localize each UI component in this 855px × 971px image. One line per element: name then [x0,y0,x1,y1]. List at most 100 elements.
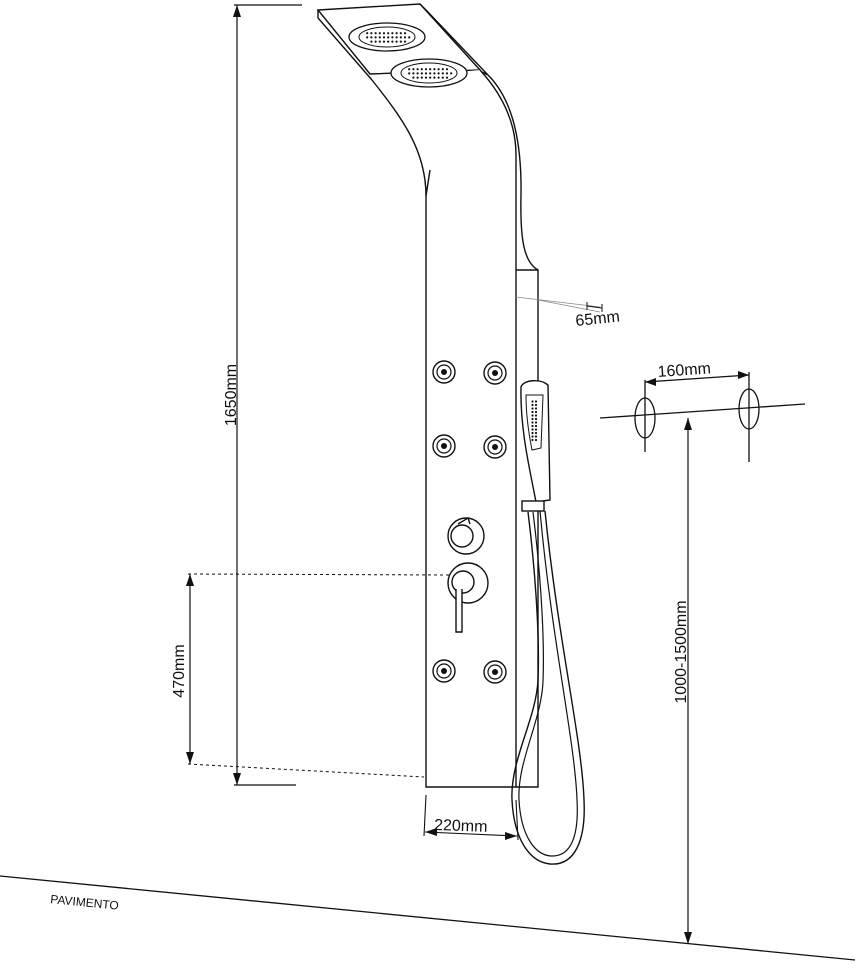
height-arrow-top [233,5,241,17]
nozzle-dot [412,76,415,79]
spacing-dimension-line [644,374,750,383]
nozzle-dot [531,417,534,421]
nozzle-dot [531,421,534,424]
nozzle-dot [412,68,415,71]
nozzle-dot [531,414,534,417]
shower-panel [316,3,601,788]
nozzle-dot [399,40,402,43]
mixer-height-label: 470mm [171,644,188,697]
nozzle-dot [531,431,534,435]
body-jet-3 [432,434,456,458]
nozzle-dot [433,72,436,75]
nozzle-dot [534,435,538,438]
nozzle-dot [391,40,394,43]
nozzle-dot [429,68,432,71]
connection-axis [599,403,806,419]
body-jets [432,360,507,684]
rain-head-1 [348,22,426,52]
nozzle-dot [382,32,386,35]
nozzle-dot [531,400,534,403]
hose [511,510,585,865]
nozzle-dot [403,36,407,39]
nozzle-dot [534,424,538,428]
nozzle-dot [445,72,449,75]
nozzle-dot [534,417,538,421]
nozzle-dot [534,431,538,435]
nozzle-dot [531,410,534,414]
nozzle-dot [437,76,440,79]
nozzle-dot [395,40,398,43]
diverter-knob [447,516,485,555]
height-arrow-bottom [233,773,241,785]
nozzle-dot [395,36,398,39]
floor-line [0,875,855,961]
nozzle-dot [420,68,423,71]
nozzle-dot [441,68,444,71]
nozzle-dot [420,72,423,75]
nozzle-dot [534,400,538,403]
body-jet-6 [483,660,507,684]
hand-shower [511,380,585,865]
nozzle-dot [433,68,436,71]
nozzle-dot [382,36,386,39]
nozzle-dot [387,36,390,39]
nozzle-dot [408,72,411,75]
nozzle-dot [370,32,373,35]
floor-label: PAVIMENTO [50,892,120,913]
nozzle-dot [445,68,449,71]
nozzle-dot [387,32,390,35]
nozzle-dot [437,72,440,75]
mixer-lever [447,562,489,633]
nozzle-dot [408,36,411,39]
nozzle-dot [416,68,419,71]
nozzle-dot [534,407,538,410]
depth-dimension: 65mm [575,302,621,330]
width-dimension: 220mm [423,794,519,841]
nozzle-dot [424,68,428,71]
nozzle-dot [534,414,538,417]
rain-head-2 [390,58,468,88]
nozzle-dot [412,72,415,75]
panel-front [371,69,517,788]
height-dimension: 1650mm [223,4,302,786]
nozzle-dot [399,36,402,39]
mixer-height-dimension: 470mm [171,573,453,778]
nozzle-dot [429,76,432,79]
nozzle-dot [441,76,444,79]
body-jet-1 [432,360,456,384]
nozzle-dot [391,36,394,39]
spacing-label: 160mm [657,360,711,381]
nozzle-dot [433,76,436,79]
nozzle-dot [416,72,419,75]
nozzle-dot [437,68,440,71]
nozzle-dot [370,40,373,43]
nozzle-dot [450,72,453,75]
nozzle-dot [534,428,538,431]
depth-label: 65mm [575,308,621,330]
nozzle-dot [387,40,390,43]
nozzle-dot [366,36,369,39]
nozzle-dot [374,40,377,43]
nozzle-dot [534,410,538,414]
hose-holder [521,500,545,512]
nozzle-dot [395,32,398,35]
nozzle-dot [429,72,432,75]
mount-height-dimension: 1000-1500mm [673,418,692,944]
nozzle-dot [531,403,534,407]
nozzle-dot [374,36,377,39]
nozzle-dot [424,72,428,75]
height-label: 1650mm [223,364,240,426]
nozzle-dot [399,32,402,35]
nozzle-dot [378,32,381,35]
nozzle-dot [403,32,407,35]
nozzle-dot [370,36,373,39]
body-jet-5 [432,659,456,683]
body-jet-2 [483,361,507,385]
nozzle-dot [420,76,423,79]
floor: PAVIMENTO [0,875,855,961]
nozzle-dot [531,428,534,431]
nozzle-dot [531,407,534,410]
nozzle-dot [416,76,419,79]
nozzle-dot [424,76,428,79]
nozzle-dot [378,40,381,43]
